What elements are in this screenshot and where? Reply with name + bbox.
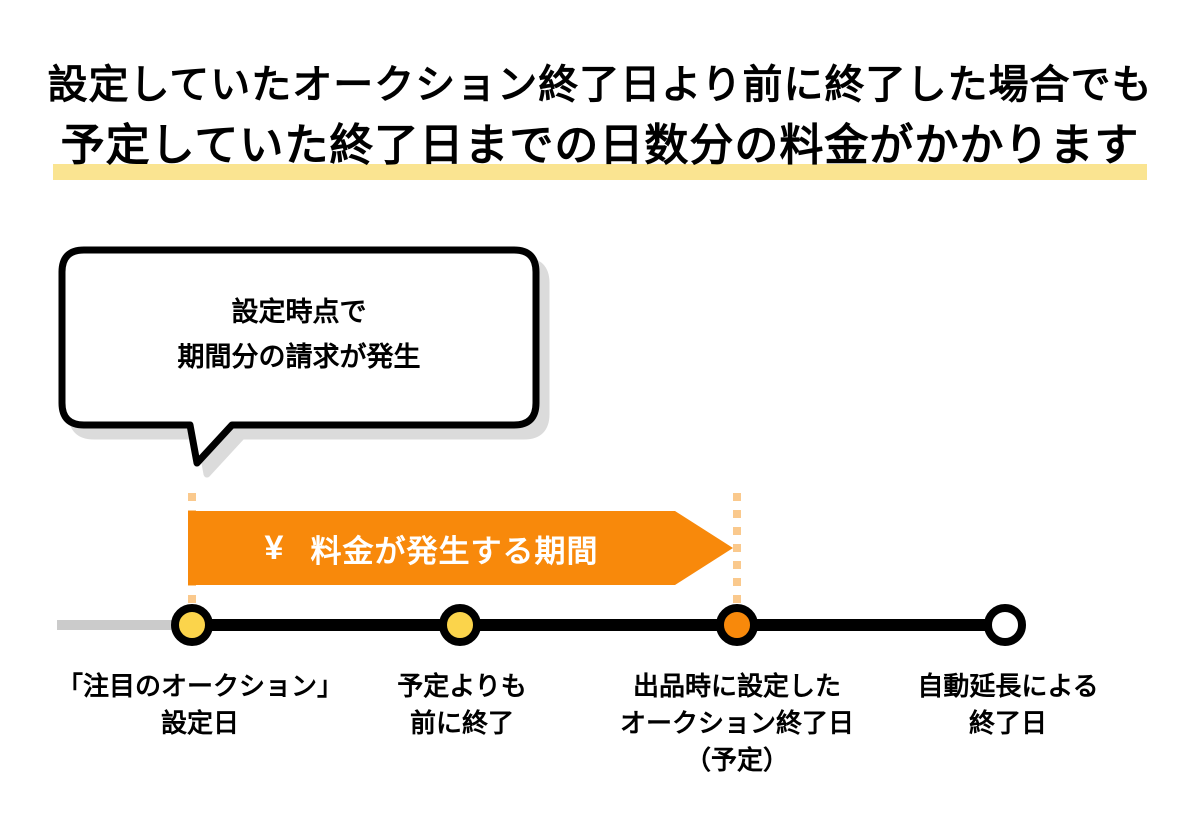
title-line-1: 設定していたオークション終了日より前に終了した場合でも: [47, 63, 1153, 107]
milestone-label-early-end: 予定よりも 前に終了: [372, 668, 552, 742]
milestone-label-setting-day: 「注目のオークション」 設定日: [30, 668, 370, 742]
fee-period-label: 料金が発生する期間: [310, 533, 599, 569]
milestone-label-line: 終了日: [968, 708, 1047, 738]
title-line-2-highlighted: 予定していた終了日までの日数分の料金がかかります: [52, 118, 1148, 180]
callout-line-2: 期間分の請求が発生: [177, 342, 421, 372]
milestone-label-line: 予定よりも: [397, 671, 527, 701]
milestone-label-extended-end: 自動延長による 終了日: [878, 668, 1138, 742]
milestone-label-line: 設定日: [160, 708, 239, 738]
yen-icon: ¥: [264, 528, 285, 567]
milestone-dot-early-end: [439, 604, 481, 646]
milestone-dot-extended-end: [984, 604, 1026, 646]
milestone-dot-planned-end: [716, 604, 758, 646]
milestone-label-line: オークション終了日: [619, 708, 854, 738]
milestone-label-line: （予定）: [684, 745, 789, 775]
timeline-pre-segment: [57, 620, 192, 630]
milestone-label-line: 前に終了: [409, 708, 514, 738]
dotted-guide-end: [733, 493, 741, 606]
speech-bubble-text: 設定時点で 期間分の請求が発生: [62, 290, 536, 380]
page-title: 設定していたオークション終了日より前に終了した場合でも 予定していた終了日までの…: [0, 60, 1200, 180]
milestone-label-line: 自動延長による: [917, 671, 1099, 701]
milestone-label-planned-end: 出品時に設定した オークション終了日 （予定）: [587, 668, 887, 779]
callout-line-1: 設定時点で: [231, 297, 367, 327]
milestone-dot-setting-day: [171, 604, 213, 646]
milestone-label-line: 出品時に設定した: [632, 671, 841, 701]
title-line-2-row: 予定していた終了日までの日数分の料金がかかります: [0, 118, 1200, 180]
speech-bubble-outline: [58, 246, 540, 467]
timeline-main-segment: [192, 619, 1005, 631]
milestone-label-line: 「注目のオークション」: [56, 671, 343, 701]
fee-period-banner: ¥ 料金が発生する期間: [188, 511, 733, 585]
speech-bubble-shape: [58, 246, 550, 478]
